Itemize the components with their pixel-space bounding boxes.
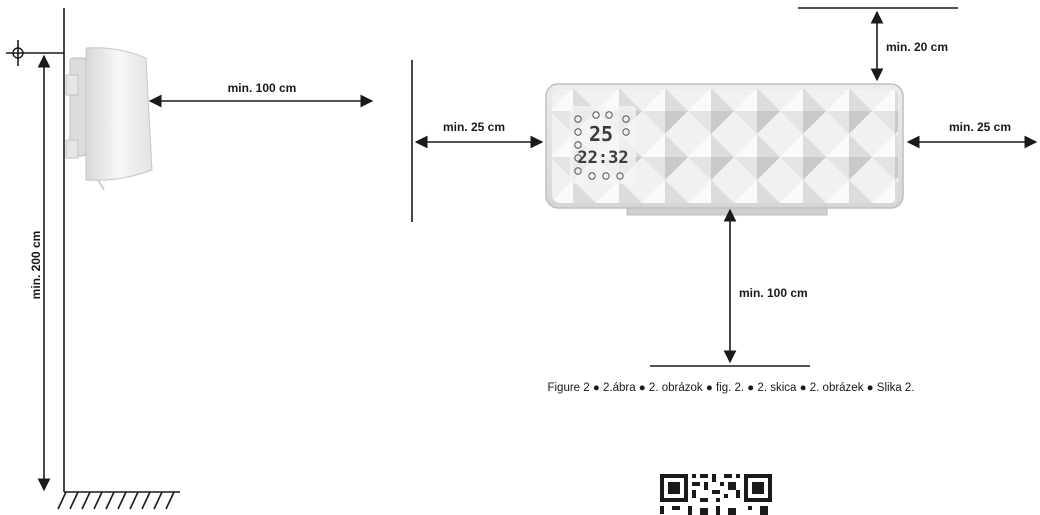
top-clearance-label: min. 20 cm <box>886 40 948 54</box>
bottom-clearance-label: min. 100 cm <box>739 286 808 300</box>
mode-button-icon <box>622 128 630 136</box>
front-clearance-label: min. 100 cm <box>228 81 297 95</box>
heater-side-illustration <box>65 47 153 191</box>
qr-code-icon <box>660 472 800 515</box>
mode-button-icon <box>574 141 582 149</box>
mode-button-icon <box>592 111 600 119</box>
floor-hatch <box>57 491 180 510</box>
mode-button-icon <box>605 111 613 119</box>
mode-button-icon <box>574 167 582 175</box>
display-temperature: 25 <box>589 122 613 146</box>
heater-front-illustration: 25 22:32 <box>545 83 904 216</box>
mode-button-icon <box>574 154 582 162</box>
mode-button-icon <box>588 172 596 180</box>
side-view: min. 200 cm min. 100 cm <box>6 8 374 510</box>
right-clearance-label: min. 25 cm <box>949 120 1011 134</box>
mode-button-icon <box>622 115 630 123</box>
height-dimension-label: min. 200 cm <box>29 231 43 300</box>
mode-button-icon <box>616 172 624 180</box>
figure-caption: Figure 2 ● 2.ábra ● 2. obrázok ● fig. 2.… <box>547 382 914 394</box>
display-time: 22:32 <box>577 148 628 168</box>
mode-button-icon <box>574 115 582 123</box>
left-clearance-label: min. 25 cm <box>443 120 505 134</box>
control-panel: 25 22:32 <box>570 106 636 184</box>
front-view: 25 22:32 min. 25 cm min. 20 cm min. 25 c… <box>411 7 1038 367</box>
crosshair-icon <box>6 40 64 66</box>
mode-button-icon <box>574 128 582 136</box>
mode-button-icon <box>602 172 610 180</box>
